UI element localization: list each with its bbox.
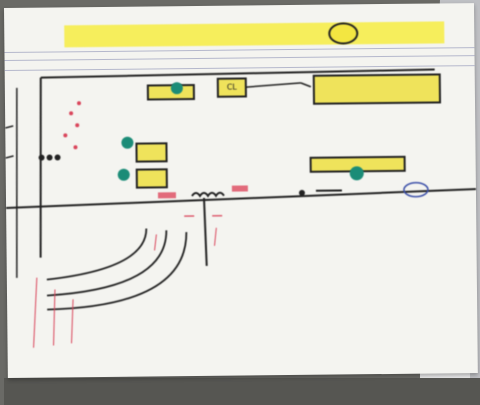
component-box: CL — [216, 77, 247, 98]
teal-component-dot — [121, 136, 134, 149]
teal-component-dot — [117, 168, 130, 181]
teal-component-dot — [349, 166, 364, 181]
component-box — [135, 142, 168, 163]
component-box — [312, 73, 442, 105]
circuit-drawing — [5, 68, 476, 348]
notebook-page: CL — [4, 3, 478, 378]
teal-component-dot — [170, 82, 183, 95]
component-box — [135, 168, 168, 189]
